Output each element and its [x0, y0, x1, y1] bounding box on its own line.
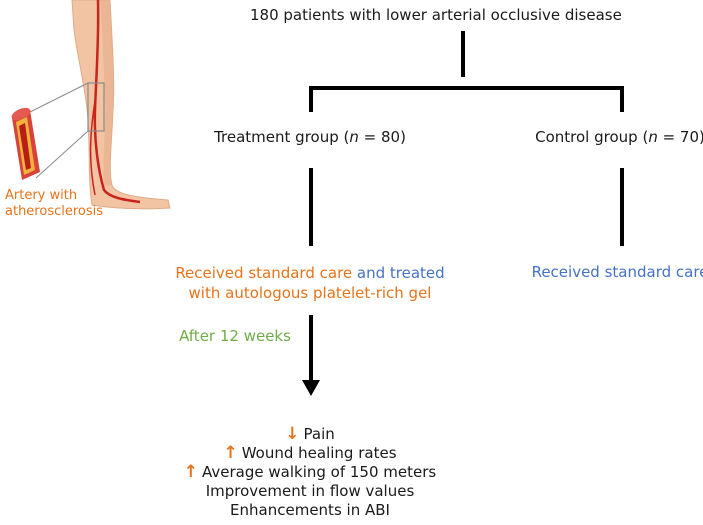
control-label-prefix: Control group ( — [535, 128, 649, 146]
control-down-line — [620, 168, 624, 246]
followup-arrow-shaft — [309, 315, 313, 385]
control-n-symbol: n — [648, 128, 658, 146]
split-horizontal-line — [309, 86, 624, 90]
artery-branch — [89, 94, 97, 196]
platelet-gel-text: with autologous platelet-rich gel — [188, 284, 432, 302]
outcome-text: Improvement in flow values — [205, 482, 415, 500]
artery-caption-line1: Artery with — [5, 188, 78, 203]
title-stem-line — [461, 31, 465, 77]
standard-care-text: Received standard care — [175, 264, 353, 282]
control-intervention: Received standard care — [531, 263, 703, 281]
and-treated-text: and treated — [352, 264, 445, 282]
outcome-item-walking: ↑Average walking of 150 meters — [160, 463, 460, 482]
outcome-item-wound-healing: ↑Wound healing rates — [160, 444, 460, 463]
artery-caption-line2: atherosclerosis — [5, 204, 104, 219]
artery-caption: Artery with atherosclerosis — [5, 188, 155, 220]
left-branch-drop — [309, 86, 313, 112]
treatment-down-line — [309, 168, 313, 246]
down-arrow-icon: ↓ — [285, 424, 300, 444]
study-population-title: 180 patients with lower arterial occlusi… — [250, 6, 622, 24]
outcome-item-pain: ↓Pain — [160, 425, 460, 444]
up-arrow-icon: ↑ — [183, 462, 199, 482]
up-arrow-icon: ↑ — [223, 443, 238, 463]
outcomes-list: ↓Pain ↑Wound healing rates ↑Average walk… — [160, 425, 460, 520]
treatment-intervention-line1: Received standard care and treated — [160, 263, 460, 283]
leg-shape — [71, 0, 171, 210]
outcome-text: Wound healing rates — [241, 444, 397, 462]
outcome-item-flow-values: Improvement in flow values — [160, 482, 460, 501]
control-label-suffix: = 70) — [657, 128, 703, 146]
zoom-box — [87, 82, 105, 132]
outcome-text: Enhancements in ABI — [230, 501, 390, 519]
treatment-group-label: Treatment group (n = 80) — [200, 128, 420, 146]
followup-label: After 12 weeks — [179, 327, 291, 345]
treatment-intervention: Received standard care and treated with … — [160, 263, 460, 303]
followup-arrow-head — [302, 380, 320, 396]
control-group-label: Control group (n = 70) — [520, 128, 703, 146]
artery-line — [93, 0, 141, 204]
artery-cross-section — [11, 107, 40, 180]
outcome-text: Average walking of 150 meters — [202, 463, 437, 481]
outcome-item-abi: Enhancements in ABI — [160, 501, 460, 520]
treatment-n-symbol: n — [349, 128, 359, 146]
leg-shadow — [100, 0, 114, 186]
treatment-label-prefix: Treatment group ( — [214, 128, 350, 146]
leg-artery-illustration — [11, 0, 171, 210]
outcome-text: Pain — [303, 425, 335, 443]
right-branch-drop — [620, 86, 624, 112]
treatment-label-suffix: = 80) — [358, 128, 406, 146]
